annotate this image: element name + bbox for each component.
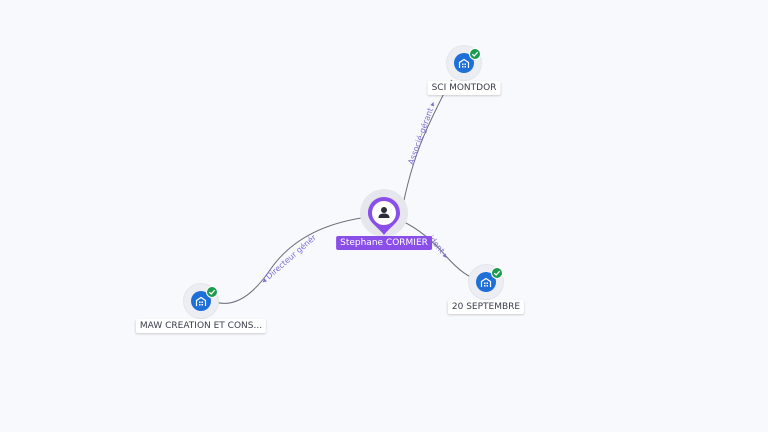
- company-label[interactable]: SCI MONTDOR: [427, 81, 501, 95]
- edge-line-maw-creation: [209, 216, 369, 304]
- verified-check-icon: [206, 286, 218, 298]
- company-label[interactable]: 20 SEPTEMBRE: [447, 300, 525, 314]
- company-marker[interactable]: [191, 291, 211, 311]
- person-icon: [378, 207, 390, 218]
- edge-label-sci-montdor: Associé-gérant ▸: [406, 100, 437, 165]
- edge-line-sci-montdor: [402, 79, 453, 206]
- person-pin-marker[interactable]: [367, 196, 401, 236]
- verified-check-icon: [469, 48, 481, 60]
- company-marker[interactable]: [476, 272, 496, 292]
- edge-label-maw-creation: ◂ Directeur général: [0, 0, 318, 286]
- person-label[interactable]: Stephane CORMIER: [336, 236, 432, 250]
- building-icon: [458, 58, 470, 68]
- verified-check-icon: [491, 267, 503, 279]
- company-marker[interactable]: [454, 53, 474, 73]
- building-icon: [480, 277, 492, 287]
- company-label[interactable]: MAW CREATION ET CONS...: [135, 319, 267, 333]
- building-icon: [195, 296, 207, 306]
